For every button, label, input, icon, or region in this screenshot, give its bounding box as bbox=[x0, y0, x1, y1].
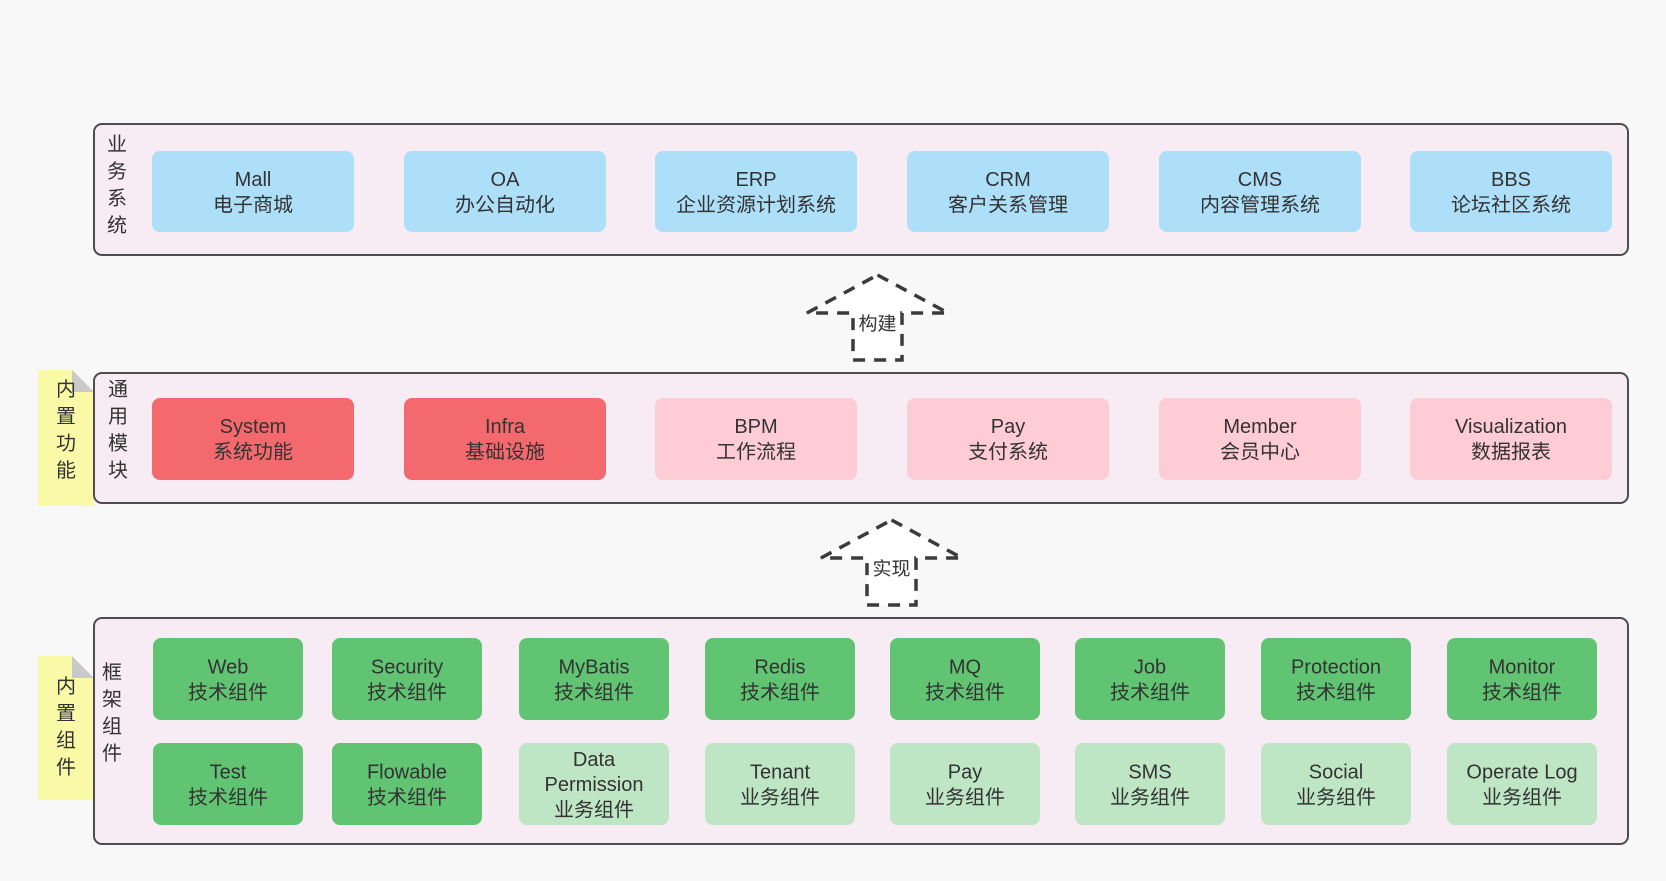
svg-text:Job: Job bbox=[1134, 657, 1166, 679]
svg-text:BPM: BPM bbox=[734, 416, 777, 438]
svg-text:OA: OA bbox=[491, 169, 521, 191]
svg-text:ERP: ERP bbox=[735, 169, 776, 191]
svg-text:CMS: CMS bbox=[1238, 169, 1282, 191]
svg-text:Test: Test bbox=[210, 762, 247, 784]
svg-text:MyBatis: MyBatis bbox=[558, 657, 629, 679]
svg-text:Web: Web bbox=[208, 657, 249, 679]
svg-text:Pay: Pay bbox=[948, 762, 982, 784]
svg-text:Operate Log: Operate Log bbox=[1466, 762, 1577, 784]
svg-text:Permission: Permission bbox=[545, 774, 644, 796]
svg-text:MQ: MQ bbox=[949, 657, 981, 679]
svg-text:Data: Data bbox=[573, 749, 616, 771]
svg-text:Flowable: Flowable bbox=[367, 762, 447, 784]
svg-text:Mall: Mall bbox=[235, 169, 272, 191]
svg-text:Pay: Pay bbox=[991, 416, 1025, 438]
svg-text:Member: Member bbox=[1223, 416, 1297, 438]
svg-text:Security: Security bbox=[371, 657, 443, 679]
svg-text:Social: Social bbox=[1309, 762, 1363, 784]
svg-text:Protection: Protection bbox=[1291, 657, 1381, 679]
svg-text:Monitor: Monitor bbox=[1489, 657, 1556, 679]
svg-text:CRM: CRM bbox=[985, 169, 1031, 191]
svg-text:SMS: SMS bbox=[1128, 762, 1171, 784]
svg-text:System: System bbox=[220, 416, 287, 438]
svg-text:Redis: Redis bbox=[754, 657, 805, 679]
svg-text:BBS: BBS bbox=[1491, 169, 1531, 191]
svg-text:Visualization: Visualization bbox=[1455, 416, 1567, 438]
svg-text:Infra: Infra bbox=[485, 416, 526, 438]
svg-text:Tenant: Tenant bbox=[750, 762, 810, 784]
